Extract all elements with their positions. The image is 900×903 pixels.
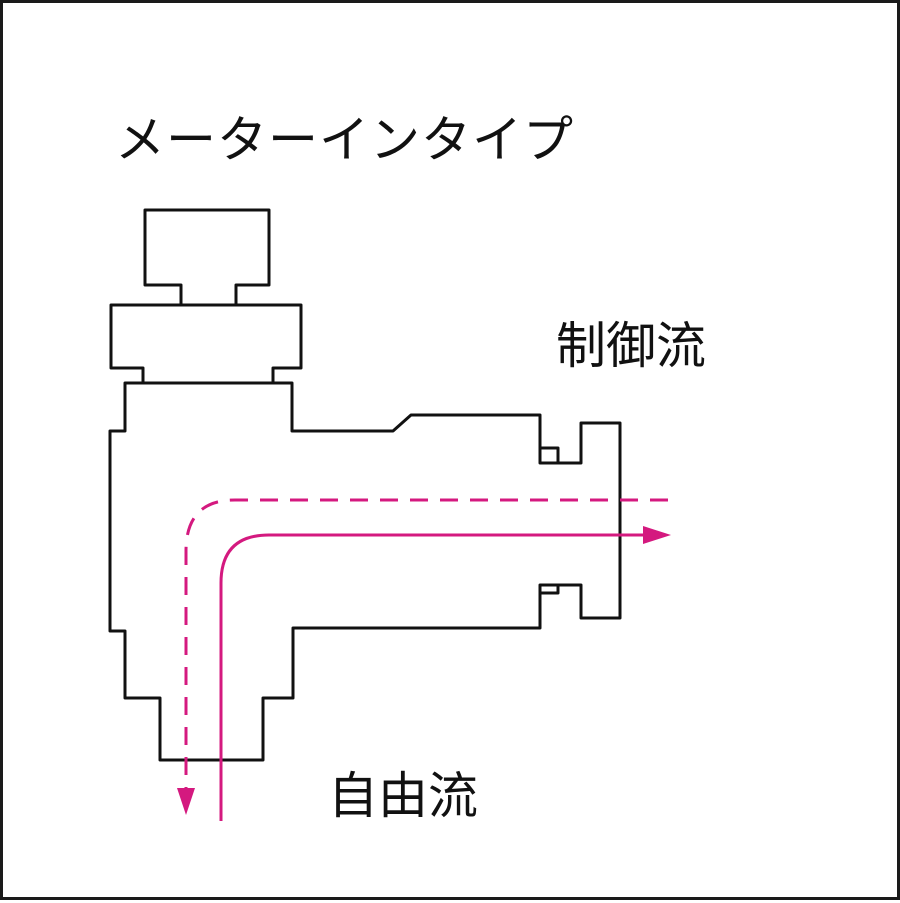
controlled-flow-label: 制御流 bbox=[556, 317, 706, 375]
port-notch-upper bbox=[540, 446, 560, 463]
controlled-flow-arrowhead-icon bbox=[643, 526, 671, 544]
speed-controller-fitting-icon bbox=[108, 208, 622, 762]
controlled-flow-path bbox=[219, 533, 653, 821]
fitting-diagram bbox=[108, 208, 671, 821]
free-flow-label: 自由流 bbox=[328, 767, 478, 825]
free-flow-path bbox=[184, 498, 668, 803]
free-flow-arrowhead-icon bbox=[177, 788, 195, 815]
port-notch-lower bbox=[540, 585, 560, 595]
top-cap-outline bbox=[143, 208, 271, 307]
diagram-title: メーターインタイプ bbox=[115, 111, 574, 169]
body-outline bbox=[108, 381, 622, 762]
upper-nut-outline bbox=[109, 303, 303, 385]
